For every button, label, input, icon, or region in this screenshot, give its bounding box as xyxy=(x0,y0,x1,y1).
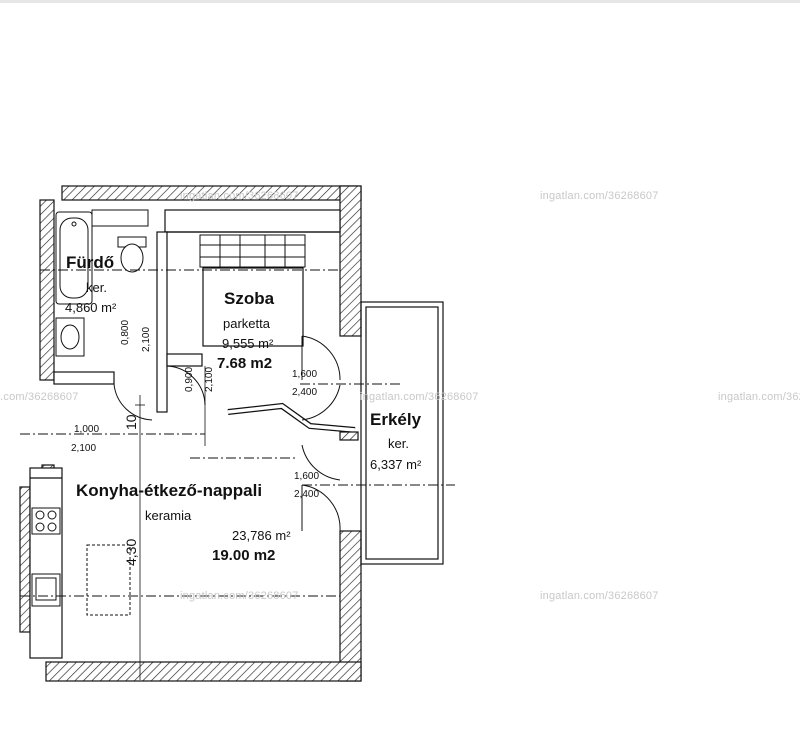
szoba-area-2: 7.68 m2 xyxy=(217,355,273,372)
konyha-area: 23,786 m² xyxy=(232,528,291,543)
interior-walls xyxy=(29,209,359,659)
balcony xyxy=(360,301,444,565)
furdo-area: 4,860 m² xyxy=(65,300,117,315)
dim-balcony-door2-w: 1,600 xyxy=(294,471,320,482)
dim-entry-door-w: 1,000 xyxy=(74,424,100,435)
watermark-2: ingatlan.com/36268607 xyxy=(0,391,79,403)
watermark-6: ingatlan.com/36268607 xyxy=(180,590,299,602)
erkely-material: ker. xyxy=(388,436,409,451)
dim-entry-door-h: 2,100 xyxy=(71,443,97,454)
watermark-7: ingatlan.com/36268607 xyxy=(540,590,659,602)
watermark-4: ingatlan.com/36268607 xyxy=(718,391,800,403)
szoba-name: Szoba xyxy=(224,289,275,308)
dim-height-430: 4,30 xyxy=(123,538,139,566)
watermark-3: ingatlan.com/36268607 xyxy=(360,391,479,403)
exterior-walls xyxy=(19,185,362,682)
furdo-name: Fürdő xyxy=(66,253,115,272)
door-swings xyxy=(113,335,341,532)
height-lines xyxy=(135,366,206,680)
konyha-area-2: 19.00 m2 xyxy=(212,547,276,564)
wardrobe xyxy=(199,234,306,268)
bathroom-fixtures xyxy=(55,209,149,357)
kitchen-fixtures xyxy=(31,507,131,616)
watermark-1: ingatlan.com/36268607 xyxy=(540,190,659,202)
erkely-area: 6,337 m² xyxy=(370,457,422,472)
dim-height-10: 10 xyxy=(123,414,139,430)
konyha-name: Konyha-étkező-nappali xyxy=(76,481,263,500)
dim-door-room-h: 2,100 xyxy=(204,366,215,392)
furdo-material: ker. xyxy=(86,280,107,295)
szoba-material: parketta xyxy=(223,316,270,331)
construction-lines xyxy=(20,269,455,597)
dim-door-bath-h: 2,100 xyxy=(141,326,152,352)
szoba-area: 9,555 m² xyxy=(222,336,274,351)
watermark-5: ingatlan.com/36268607 xyxy=(180,190,299,202)
dim-door-bath-w: 0,800 xyxy=(120,319,131,345)
dim-door-room-w: 0,900 xyxy=(184,366,195,392)
bed-outline xyxy=(202,267,304,347)
konyha-material: keramia xyxy=(145,508,192,523)
dim-balcony-door1-w: 1,600 xyxy=(292,369,318,380)
dim-balcony-door1-h: 2,400 xyxy=(292,387,318,398)
dim-balcony-door2-h: 2,400 xyxy=(294,489,320,500)
top-fade xyxy=(0,0,800,3)
erkely-name: Erkély xyxy=(370,410,422,429)
